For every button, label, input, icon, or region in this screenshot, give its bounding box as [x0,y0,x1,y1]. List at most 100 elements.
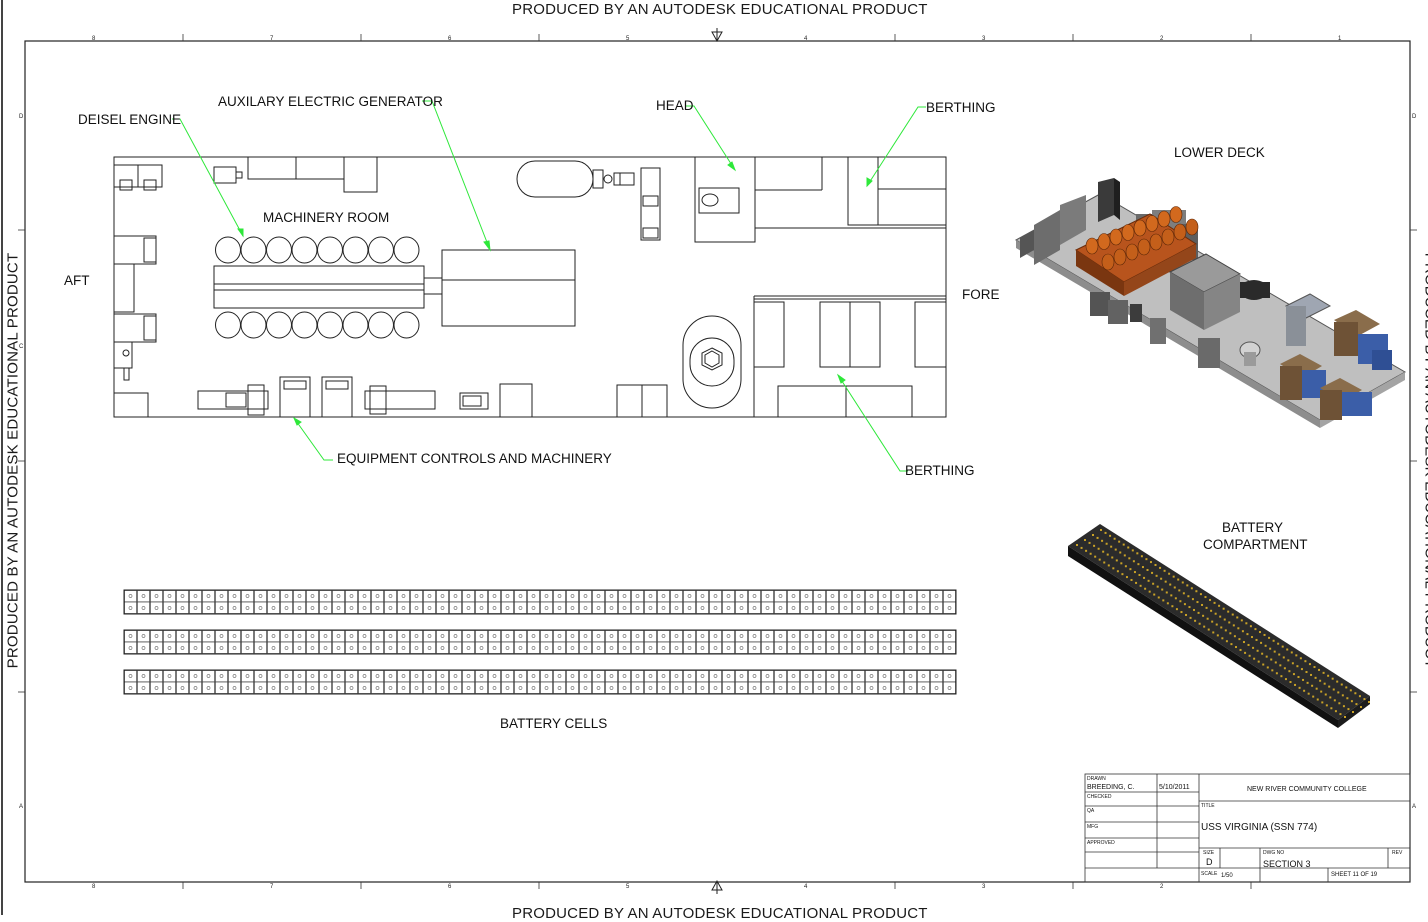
battery-cell [293,681,306,694]
battery-terminal [1153,593,1156,596]
battery-terminal [1337,691,1340,694]
battery-terminal [1299,657,1302,660]
battery-terminal [1186,584,1189,587]
battery-terminal [1190,587,1193,590]
battery-terminal [1145,558,1148,561]
battery-cell [943,601,956,614]
battery-cell [722,630,735,643]
battery-cell [709,670,722,683]
battery-terminal [1288,670,1291,673]
battery-cell [189,641,202,654]
battery-terminal [1292,673,1295,676]
battery-cell [904,670,917,683]
zone-col-8-bottom: 8 [92,884,96,890]
battery-cell [397,630,410,643]
battery-terminal [1268,636,1271,639]
battery-terminal [1244,651,1247,654]
battery-cell [618,641,631,654]
battery-cell [228,630,241,643]
battery-cell [241,630,254,643]
battery-terminal [1240,619,1243,622]
battery-cell [280,590,293,603]
battery-cell [839,630,852,643]
battery-terminal [1092,534,1094,536]
battery-cell [540,641,553,654]
battery-cell [878,590,891,603]
engine-cylinder [393,236,420,264]
battery-terminal [1272,639,1275,642]
battery-terminal [1144,587,1147,590]
battery-cell [553,590,566,603]
battery-cell [618,601,631,614]
battery-cell [800,641,813,654]
battery-cell [800,601,813,614]
battery-terminal [1080,546,1083,549]
battery-cell [501,630,514,643]
battery-cell [189,681,202,694]
battery-cell [241,641,254,654]
battery-terminal [1121,573,1124,576]
battery-terminal [1255,638,1258,641]
battery-cell [852,670,865,683]
zone-col-4: 4 [804,36,808,42]
battery-cell [787,601,800,614]
battery-cell [826,630,839,643]
battery-terminal [1146,568,1149,571]
battery-cell [735,601,748,614]
battery-terminal [1329,696,1332,699]
battery-cell [371,681,384,694]
engine-cylinder [342,236,369,264]
battery-cell [410,681,423,694]
battery-terminal [1360,706,1362,708]
battery-terminal [1210,609,1213,612]
battery-cell [410,630,423,643]
battery-terminal [1173,586,1176,589]
battery-terminal [1110,545,1113,548]
battery-terminal [1221,637,1224,640]
leader-lines [172,100,926,472]
battery-cell [891,670,904,683]
battery-cell [618,630,631,643]
battery-terminal [1100,529,1102,531]
lower-deck-isometric [1014,178,1407,428]
battery-cell [319,641,332,654]
battery-cell [839,681,852,694]
tb-drawn-by: BREEDING, C. [1087,784,1135,791]
zone-row-d: D [19,114,24,120]
battery-terminal [1354,692,1357,695]
battery-cell [644,601,657,614]
battery-terminal [1125,576,1128,579]
battery-cell [319,590,332,603]
battery-terminal [1279,664,1282,667]
battery-cell [384,630,397,643]
battery-cell [202,630,215,643]
battery-terminal [1332,688,1335,691]
engine-block [213,265,425,309]
battery-terminal [1355,703,1358,706]
battery-cell [761,601,774,614]
battery-cell [293,590,306,603]
tb-mfg-label: MFG [1087,824,1098,830]
battery-terminal [1344,716,1346,718]
tb-scale-label: SCALE [1201,871,1218,877]
battery-cell [540,681,553,694]
battery-cell [436,681,449,694]
battery-terminal [1107,564,1110,567]
battery-cell [475,641,488,654]
battery-cell [748,670,761,683]
battery-cell [488,670,501,683]
battery-cell [202,601,215,614]
zone-col-5-bottom: 5 [626,884,630,890]
battery-terminal [1129,568,1132,571]
battery-cell [917,601,930,614]
battery-cell [553,630,566,643]
battery-terminal [1084,539,1086,541]
battery-cell [267,681,280,694]
battery-terminal [1206,617,1209,620]
battery-terminal [1347,708,1350,711]
battery-cell [579,670,592,683]
battery-cell [891,681,904,694]
battery-terminal [1085,549,1088,552]
battery-cell [917,641,930,654]
battery-cell [332,601,345,614]
